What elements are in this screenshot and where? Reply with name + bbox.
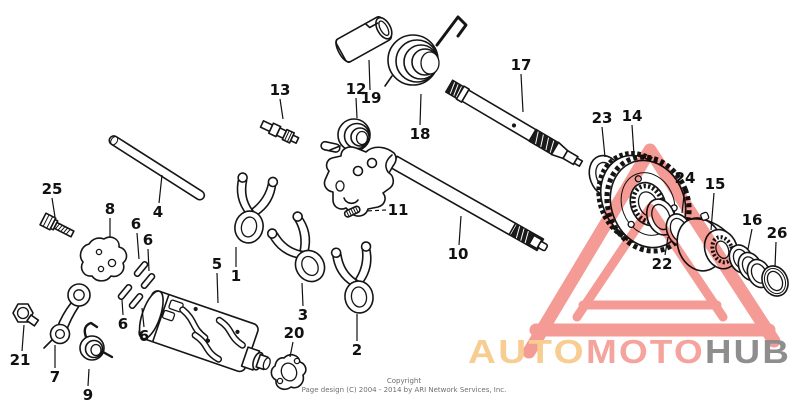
part-leader-12 [355, 97, 358, 119]
part-label-6: 6 [131, 215, 141, 233]
part-leader-6 [147, 248, 150, 272]
part-10-shift-arm [323, 146, 397, 217]
part-21-bolt [12, 303, 40, 327]
part-label-6: 6 [139, 327, 149, 345]
part-leader-15 [710, 192, 715, 231]
part-label-10: 10 [448, 245, 469, 263]
part-leader-6 [121, 299, 124, 316]
part-10-gearshift-spindle [389, 155, 549, 252]
part-label-24: 24 [675, 169, 696, 187]
part-leader-4 [158, 174, 163, 204]
watermark-wordmark: AUTO MOTO HUB [468, 333, 791, 370]
part-label-6: 6 [143, 231, 153, 249]
part-13-pin [259, 120, 300, 145]
part-leader-6 [141, 307, 145, 328]
part-leader-21 [21, 324, 25, 352]
part-label-16: 16 [742, 211, 763, 229]
part-leader-19 [368, 59, 371, 91]
part-19-bushing [335, 16, 393, 63]
part-label-23: 23 [592, 109, 613, 127]
part-label-2: 2 [352, 341, 362, 359]
wordmark-auto: AUTO [468, 333, 586, 370]
part-label-4: 4 [153, 203, 163, 221]
part-label-12: 12 [346, 80, 367, 98]
part-leader-13 [279, 98, 284, 120]
part-label-20: 20 [284, 324, 305, 342]
part-label-1: 1 [231, 267, 241, 285]
part-leader-20 [289, 341, 294, 358]
part-leader-16 [747, 228, 753, 250]
part-leader-3 [301, 282, 304, 307]
part-leader-18 [419, 93, 422, 126]
part-8-star-plate [79, 236, 128, 282]
wordmark-moto: MOTO [586, 333, 705, 370]
part-label-5: 5 [212, 255, 222, 273]
part-leader-6 [136, 232, 140, 260]
triangle-inner [572, 203, 728, 322]
part-label-9: 9 [83, 386, 93, 404]
wordmark-hub: HUB [705, 333, 791, 370]
part-label-22: 22 [652, 255, 673, 273]
part-7-link-arm [43, 283, 91, 349]
part-12-spring [320, 118, 371, 153]
watermark: AUTO MOTO HUB [468, 143, 791, 370]
part-label-14: 14 [622, 107, 643, 125]
part-label-17: 17 [511, 56, 532, 74]
part-3-shift-fork [264, 209, 335, 292]
copyright-line2: Page design (C) 2004 - 2014 by ARI Netwo… [302, 386, 507, 394]
part-2-shift-fork [329, 240, 381, 317]
part-9-torsion-spring [79, 321, 114, 361]
part-label-7: 7 [50, 368, 60, 386]
part-leader-11 [365, 209, 387, 212]
part-label-21: 21 [10, 351, 31, 369]
part-leader-9 [87, 368, 90, 387]
part-leader-17 [520, 73, 524, 113]
part-18-torsion-spring [384, 15, 468, 87]
triangle-outer [522, 143, 781, 359]
part-11-pawl-spring [343, 205, 361, 218]
part-25-bolt [39, 212, 75, 238]
part-20-stopper-plate [270, 353, 307, 390]
part-label-15: 15 [705, 175, 726, 193]
part-17-shaft [444, 79, 584, 168]
watermark-triangle-logo [522, 143, 781, 359]
part-leader-23 [601, 126, 606, 158]
part-label-8: 8 [105, 200, 115, 218]
part-label-13: 13 [270, 81, 291, 99]
part-leader-10 [458, 215, 462, 246]
part-leader-26 [774, 241, 777, 268]
part-5-shift-drum [138, 290, 271, 373]
part-label-19: 19 [361, 89, 382, 107]
copyright-line1: Copyright [387, 377, 421, 385]
part-label-26: 26 [767, 224, 788, 242]
part-label-3: 3 [298, 306, 308, 324]
part-leader-25 [51, 197, 56, 218]
part-label-18: 18 [410, 125, 431, 143]
part-label-25: 25 [42, 180, 63, 198]
part-26-washer [761, 265, 789, 297]
part-leader-5 [216, 272, 219, 304]
part-label-11: 11 [388, 201, 409, 219]
part-4-rod [108, 135, 206, 201]
part-leader-14 [631, 124, 635, 156]
part-label-6: 6 [118, 315, 128, 333]
